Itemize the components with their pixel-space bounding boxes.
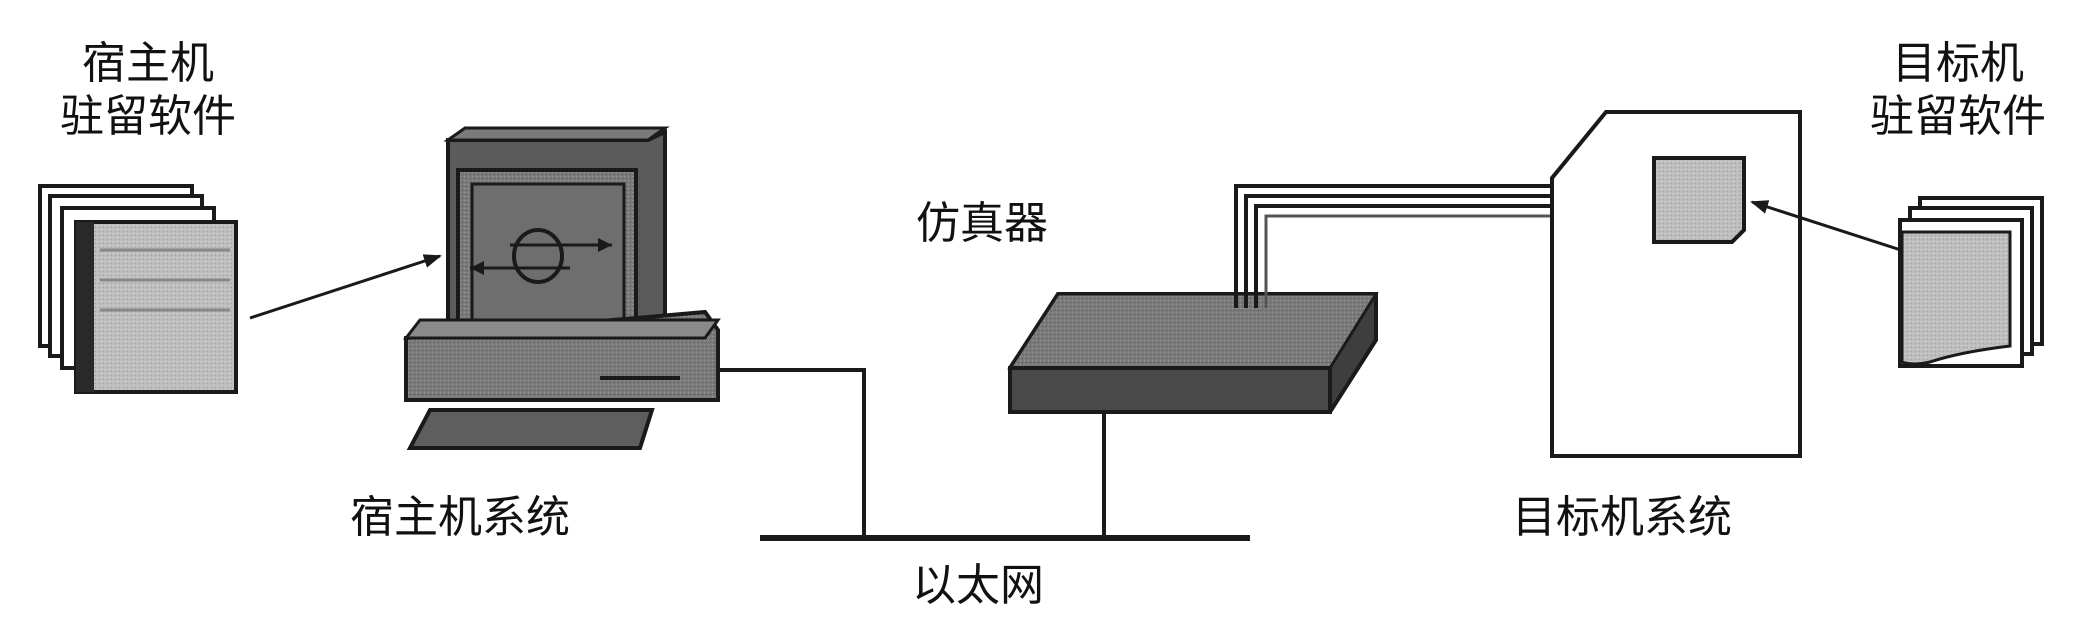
target-system-label: 目标机系统 [1512,492,1732,543]
host-software-document-icon [38,184,238,394]
ethernet-bus [718,368,1250,541]
target-software-document-icon [1898,196,2044,368]
ethernet-label: 以太网 [912,560,1044,611]
host-computer-icon [402,126,721,450]
emulator-label: 仿真器 [916,198,1048,249]
host-software-label-line2: 驻留软件 [60,90,236,142]
target-board-icon [1550,110,1802,458]
emulator-target-cable [1234,184,1552,308]
target-software-label-line1: 目标机 [1892,38,2024,89]
host-software-label-line1: 宿主机 [82,38,214,89]
emulator-device-icon [1007,292,1379,414]
host-software-arrow [249,254,442,320]
host-software-label: 宿主机 驻留软件 [60,38,236,144]
target-software-label-line2: 驻留软件 [1870,90,2046,142]
target-software-label: 目标机 驻留软件 [1870,38,2046,144]
host-system-label: 宿主机系统 [350,492,570,543]
